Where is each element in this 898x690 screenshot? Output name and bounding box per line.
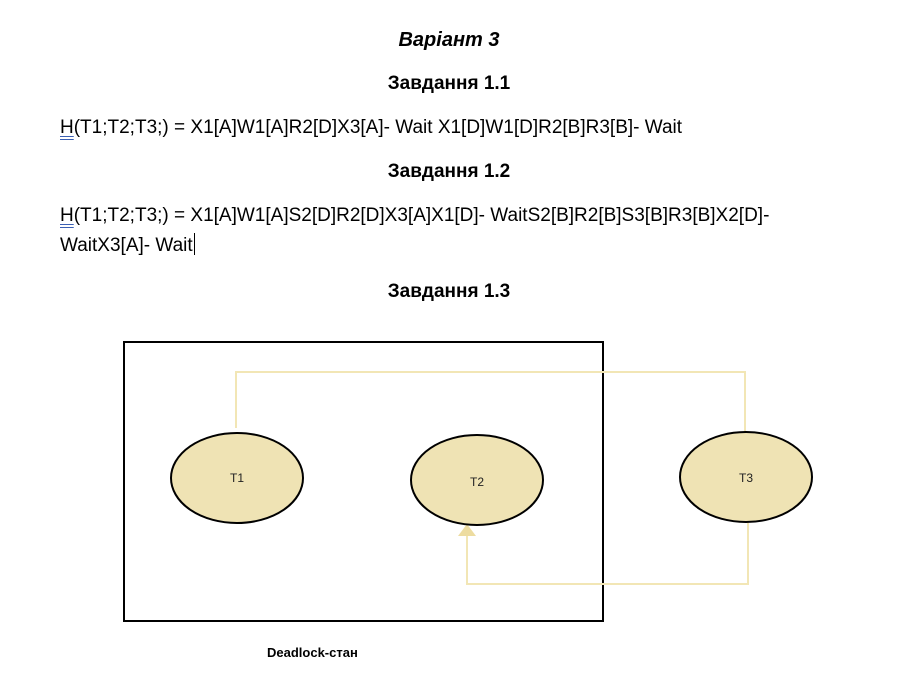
task-1-3-title: Завдання 1.3: [387, 281, 511, 302]
node-t3-label: T3: [739, 471, 753, 485]
node-t1: [170, 432, 304, 524]
node-t2: [410, 434, 544, 526]
formula-2-line-1: (T1;T2;T3;) = X1[A]W1[A]S2[D]R2[D]X3[A]X…: [73, 205, 770, 226]
node-t1-label: T1: [230, 471, 244, 485]
node-t2-label: T2: [470, 475, 484, 489]
formula-1-body: (T1;T2;T3;) = X1[A]W1[A]R2[D]X3[A]- Wait…: [73, 117, 683, 138]
formula-2-head: H: [60, 205, 74, 226]
diagram-caption: Deadlock-стан: [267, 645, 358, 660]
node-t3: [679, 431, 813, 523]
arrow-head-t2: [458, 524, 476, 536]
task-1-2-title: Завдання 1.2: [387, 161, 511, 182]
task-1-1-title: Завдання 1.1: [387, 73, 511, 94]
text-cursor: [193, 233, 195, 255]
task-1-2-formula[interactable]: H(T1;T2;T3;) = X1[A]W1[A]S2[D]R2[D]X3[A]…: [60, 201, 860, 261]
task-1-1-formula: H(T1;T2;T3;) = X1[A]W1[A]R2[D]X3[A]- Wai…: [60, 113, 860, 143]
deadlock-frame: [123, 341, 604, 622]
formula-2-line-2: WaitX3[A]- Wait: [60, 235, 193, 256]
edge-t1-to-t3: [235, 371, 746, 432]
formula-1-head: H: [60, 117, 74, 138]
variant-title: Варіант 3: [398, 29, 500, 51]
edge-t3-to-t2: [466, 523, 749, 585]
